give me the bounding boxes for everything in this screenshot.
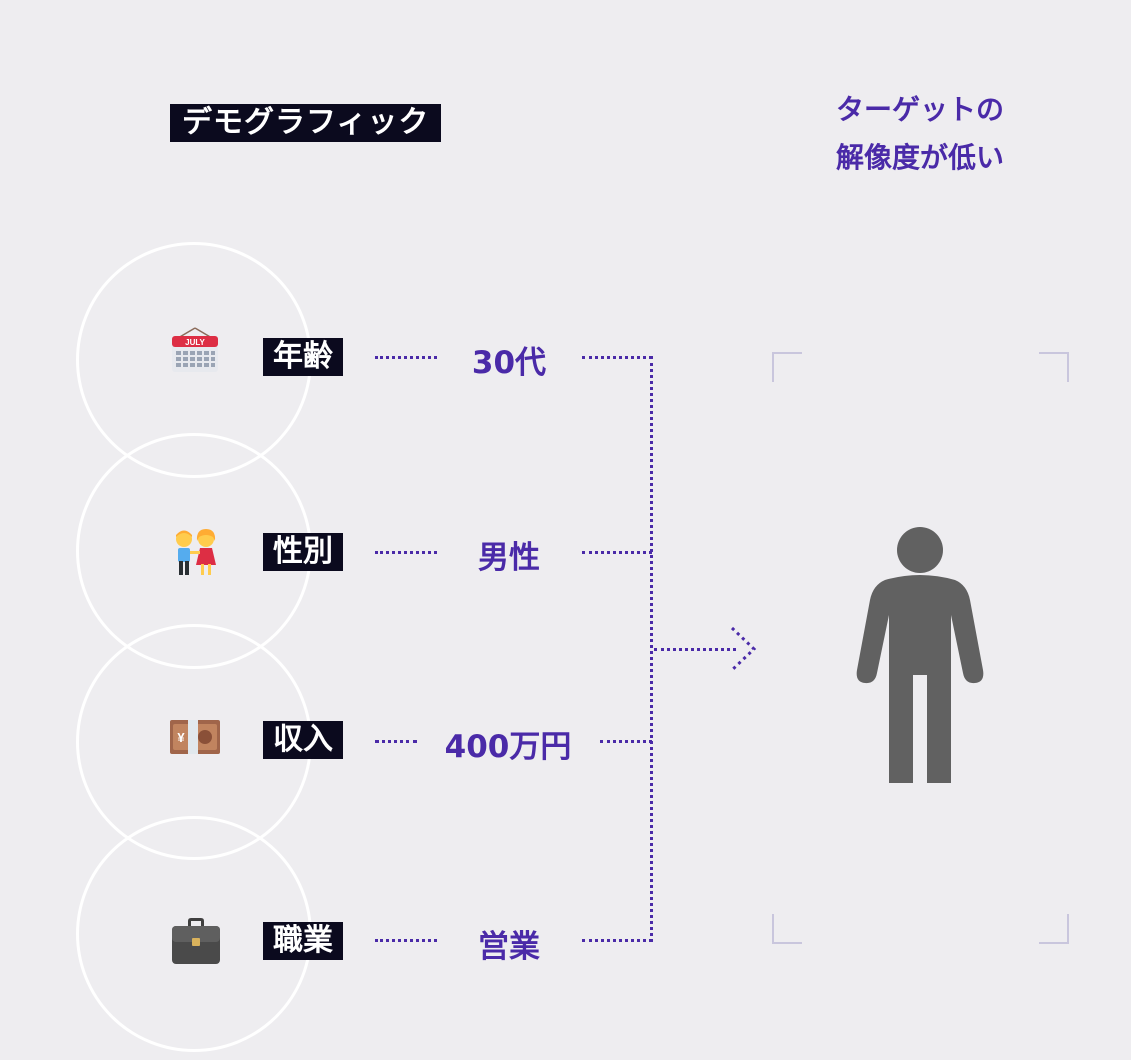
demographic-title-tag: デモグラフィック bbox=[170, 104, 442, 142]
label-age: 年齢 bbox=[263, 338, 343, 376]
couple-icon bbox=[176, 529, 216, 575]
calendar-icon: JULY bbox=[172, 327, 218, 372]
connector-age-left bbox=[375, 356, 437, 359]
label-occupation: 職業 bbox=[263, 922, 343, 960]
frame-corner-top-left bbox=[772, 352, 802, 382]
connector-occupation-left bbox=[375, 939, 437, 942]
arrow-shaft bbox=[654, 648, 736, 651]
connector-gender-left bbox=[375, 551, 437, 554]
value-age: 30代 bbox=[471, 345, 547, 381]
connector-age-right bbox=[582, 356, 652, 359]
label-income: 収入 bbox=[263, 721, 343, 759]
frame-corner-bottom-right bbox=[1039, 914, 1069, 944]
headline-line-1: ターゲットの bbox=[835, 93, 1004, 126]
connector-occupation-right bbox=[582, 939, 652, 942]
connector-income-right bbox=[600, 740, 652, 743]
headline-line-2: 解像度が低い bbox=[835, 141, 1004, 174]
arrow-head-icon bbox=[730, 626, 757, 672]
connector-income-left bbox=[375, 740, 417, 743]
briefcase-icon bbox=[172, 918, 220, 964]
frame-corner-bottom-left bbox=[772, 914, 802, 944]
label-gender: 性別 bbox=[263, 533, 343, 571]
calendar-month-text: JULY bbox=[185, 338, 205, 347]
headline: ターゲットの 解像度が低い bbox=[780, 86, 1060, 182]
connector-vertical bbox=[650, 356, 653, 942]
money-icon: ¥ bbox=[170, 720, 220, 754]
value-occupation: 営業 bbox=[478, 929, 540, 965]
frame-corner-top-right bbox=[1039, 352, 1069, 382]
currency-symbol: ¥ bbox=[177, 730, 185, 745]
person-silhouette-icon bbox=[856, 527, 984, 783]
connector-gender-right bbox=[582, 551, 652, 554]
value-gender: 男性 bbox=[478, 540, 540, 576]
value-income: 400万円 bbox=[444, 729, 572, 765]
